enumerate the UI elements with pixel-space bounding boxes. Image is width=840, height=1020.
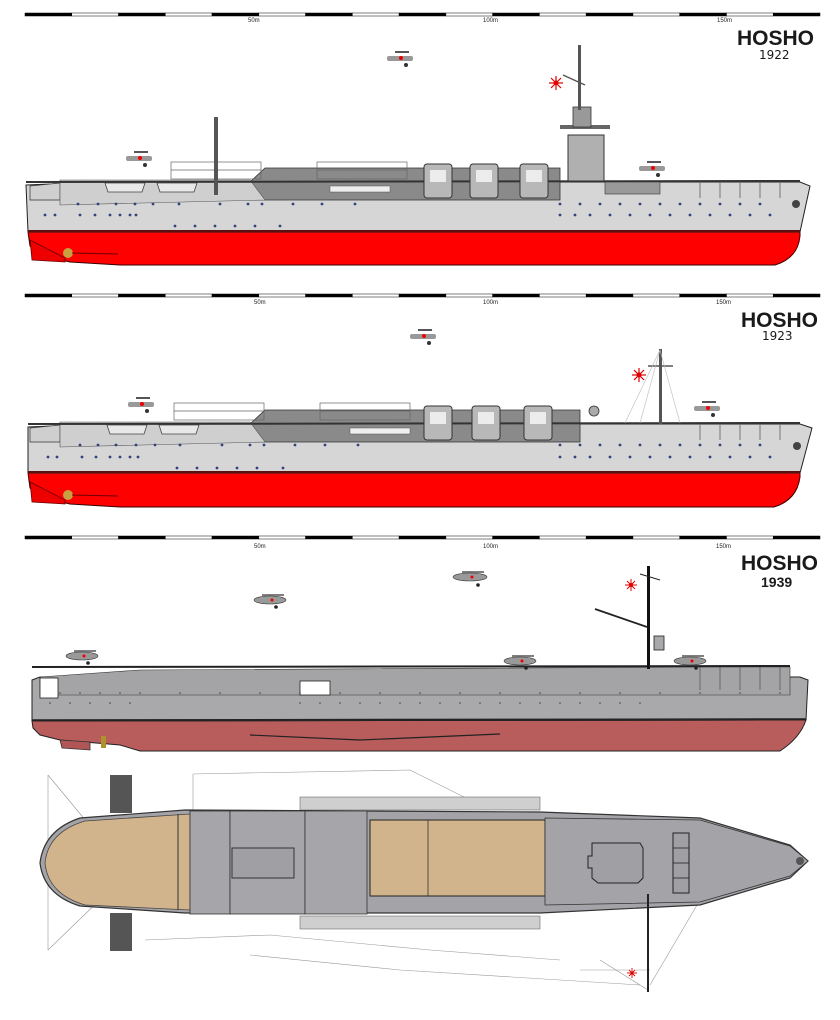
scale-bar-1922	[24, 12, 821, 17]
biplane-icon	[387, 51, 413, 67]
scale-bar-1923	[24, 293, 821, 298]
ship-title: HOSHO	[741, 309, 819, 332]
ship-profile-1923	[27, 329, 813, 508]
scale-label-150m: 150m	[717, 18, 733, 24]
scale-label-50m: 50m	[254, 544, 266, 550]
scale-label-150m: 150m	[716, 300, 732, 306]
naval-ensign-icon	[632, 368, 646, 382]
scale-bar-1939	[24, 535, 821, 540]
scale-label-50m: 50m	[254, 300, 266, 306]
scale-label-50m: 50m	[248, 18, 260, 24]
biplane-icon	[639, 161, 665, 177]
scale-label-100m: 100m	[483, 544, 499, 550]
ship-title: HOSHO	[741, 552, 819, 575]
ship-year: 1939	[761, 574, 793, 590]
naval-ensign-icon	[625, 579, 637, 591]
biplane-icon	[694, 401, 720, 417]
naval-ensign-icon	[549, 76, 563, 90]
biplane-icon	[410, 329, 436, 345]
biplane-icon	[126, 151, 152, 167]
ship-title: HOSHO	[737, 27, 815, 50]
ship-year: 1922	[759, 48, 790, 62]
monoplane-icon	[452, 571, 488, 587]
scale-label-100m: 100m	[483, 18, 499, 24]
monoplane-icon	[503, 655, 537, 670]
naval-ensign-icon	[627, 968, 637, 978]
wooden-deck-mid	[369, 819, 546, 897]
ship-profile-1922	[25, 45, 811, 266]
ship-year: 1923	[762, 329, 793, 343]
scale-label-100m: 100m	[483, 300, 499, 306]
ship-plan-1939	[39, 769, 809, 992]
lower-hull	[27, 231, 801, 266]
scale-label-150m: 150m	[716, 544, 732, 550]
wooden-deck-aft	[44, 813, 191, 911]
monoplane-icon	[65, 650, 99, 665]
ship-profile-1939	[31, 566, 809, 752]
monoplane-icon	[253, 594, 287, 609]
monoplane-icon	[673, 655, 707, 670]
biplane-icon	[128, 397, 154, 413]
